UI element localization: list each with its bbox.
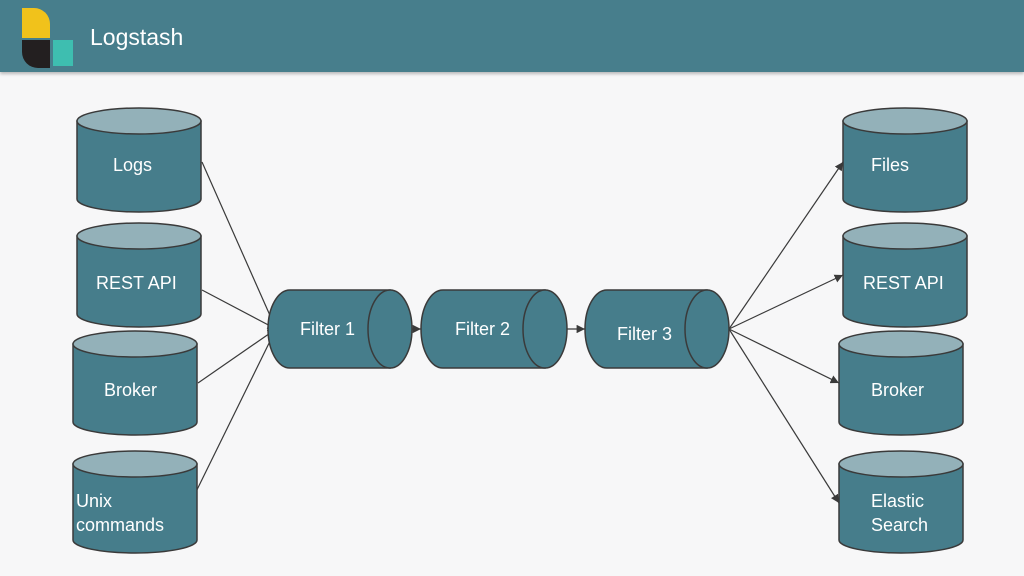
input-node-in-rest: REST API bbox=[76, 222, 202, 328]
input-node-in-unix-label: Unix bbox=[76, 491, 112, 511]
output-node-out-rest-label: REST API bbox=[863, 273, 944, 293]
arrow-in-broker-to-f1 bbox=[197, 328, 277, 384]
output-node-out-rest: REST API bbox=[842, 222, 968, 328]
output-node-out-broker-label: Broker bbox=[871, 380, 924, 400]
output-node-out-es-label: Search bbox=[871, 515, 928, 535]
filter-node-f3: Filter 3 bbox=[584, 289, 730, 369]
input-node-in-rest-label: REST API bbox=[96, 273, 177, 293]
arrow-f3-to-out-files bbox=[728, 161, 844, 330]
filter-node-f3-label: Filter 3 bbox=[617, 324, 672, 344]
input-node-in-unix: Unix commands bbox=[72, 450, 198, 554]
filter-node-f2: Filter 2 bbox=[420, 289, 568, 369]
filter-node-f2-label: Filter 2 bbox=[455, 319, 510, 339]
arrow-in-rest-to-f1 bbox=[201, 289, 277, 330]
header-bar: Logstash bbox=[0, 0, 1024, 72]
output-node-out-es-label: Elastic bbox=[871, 491, 924, 511]
input-node-in-broker-label: Broker bbox=[104, 380, 157, 400]
arrow-f3-to-out-rest bbox=[728, 274, 844, 330]
arrow-in-logs-to-f1 bbox=[201, 161, 277, 330]
filter-node-f1-label: Filter 1 bbox=[300, 319, 355, 339]
filter-node-f1: Filter 1 bbox=[267, 289, 413, 369]
elastic-logo-icon bbox=[22, 8, 73, 68]
output-node-out-files: Files bbox=[842, 107, 968, 213]
arrow-f3-to-out-es bbox=[728, 328, 840, 504]
arrow-f3-to-out-broker bbox=[728, 328, 840, 384]
output-node-out-files-label: Files bbox=[871, 155, 909, 175]
input-node-in-logs: Logs bbox=[76, 107, 202, 213]
input-node-in-broker: Broker bbox=[72, 330, 198, 436]
output-node-out-broker: Broker bbox=[838, 330, 964, 436]
input-node-in-unix-label: commands bbox=[76, 515, 164, 535]
arrow-in-unix-to-f1 bbox=[189, 328, 277, 505]
page-title: Logstash bbox=[90, 24, 184, 50]
input-node-in-logs-label: Logs bbox=[113, 155, 152, 175]
